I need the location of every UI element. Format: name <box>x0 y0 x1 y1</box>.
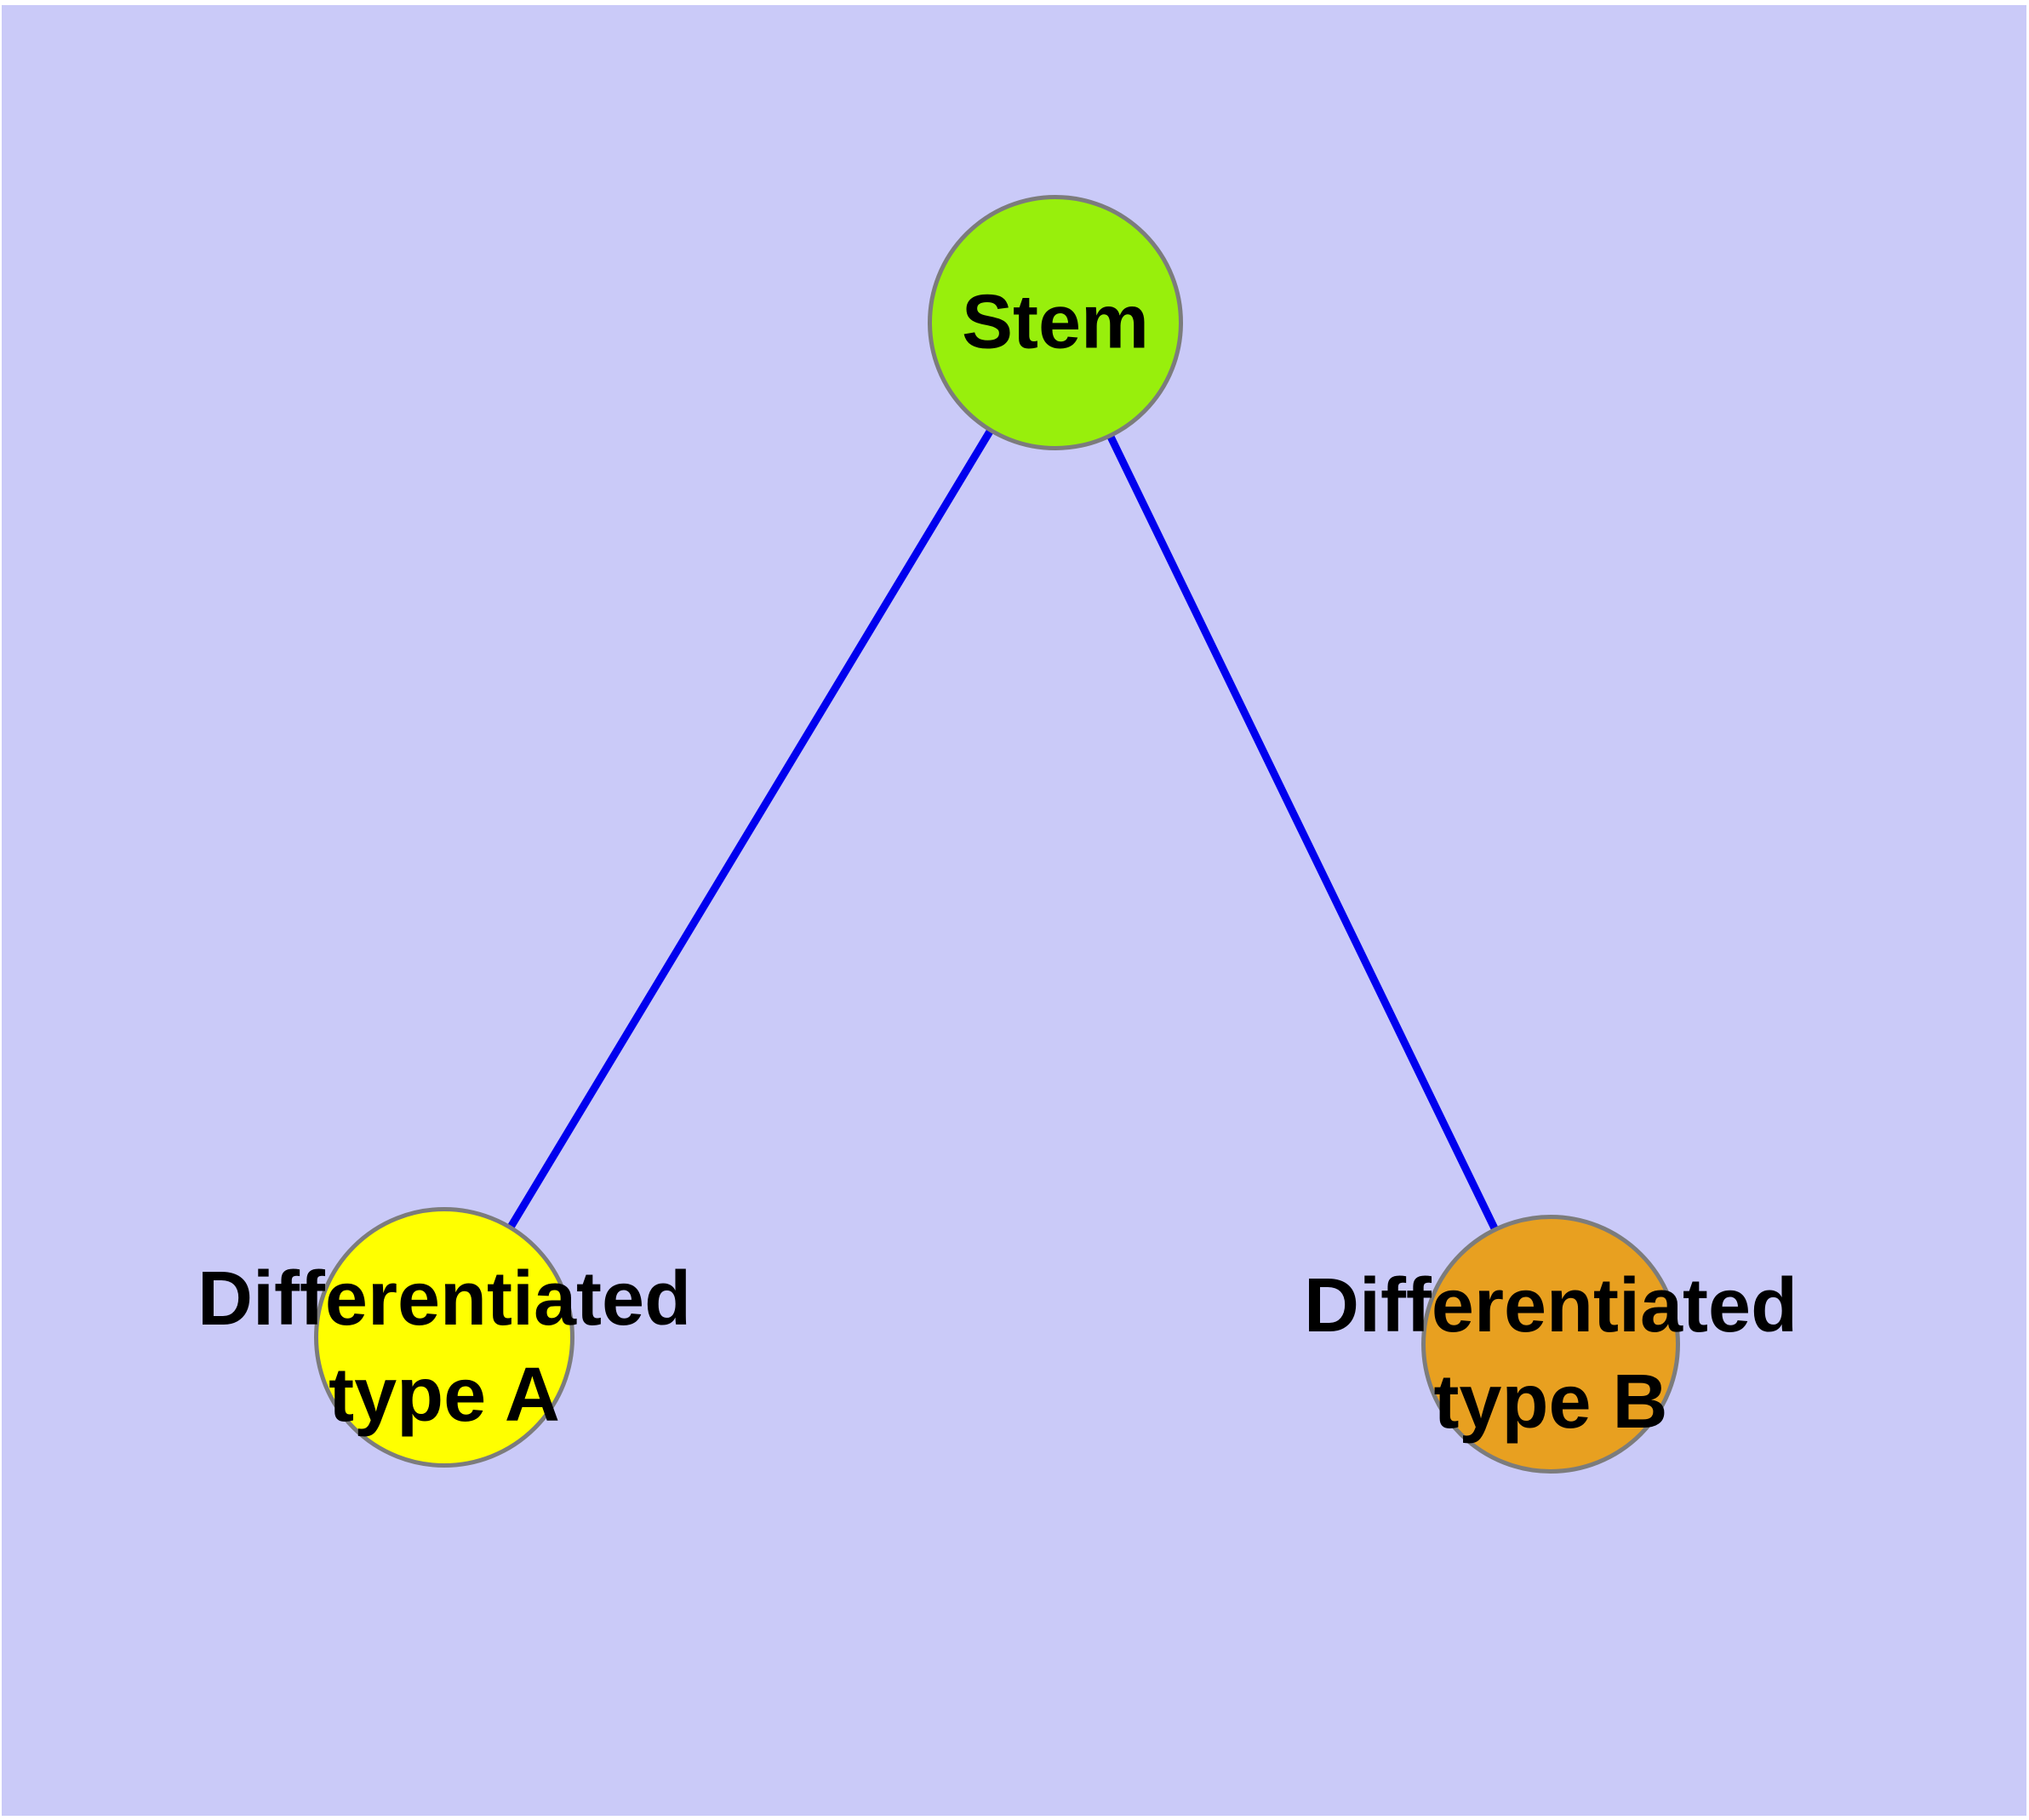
edge-stem-to-differentiated-type-b <box>1051 321 1555 1346</box>
node-differentiated-type-b-label-line2: type B <box>1433 1359 1668 1445</box>
node-stem-circle <box>928 195 1183 450</box>
node-differentiated-type-b-circle <box>1421 1215 1680 1474</box>
node-differentiated-type-b-label-line1: Differentiated <box>1303 1263 1798 1348</box>
node-differentiated-type-a-label-line2: type A <box>329 1353 560 1438</box>
edges-layer <box>441 320 1555 1346</box>
node-stem-label-line1: Stem <box>961 279 1150 365</box>
node-differentiated-type-b-label: Differentiated type B <box>1304 1258 1798 1451</box>
node-stem-label: Stem <box>962 275 1149 371</box>
diagram-canvas: Stem Differentiated type A Differentiate… <box>2 5 2026 1816</box>
edge-stem-to-differentiated-type-a <box>441 320 1059 1340</box>
node-differentiated-type-a-label: Differentiated type A <box>197 1251 691 1444</box>
node-differentiated-type-a-label-line1: Differentiated <box>197 1256 692 1342</box>
node-differentiated-type-a-circle <box>314 1207 574 1468</box>
